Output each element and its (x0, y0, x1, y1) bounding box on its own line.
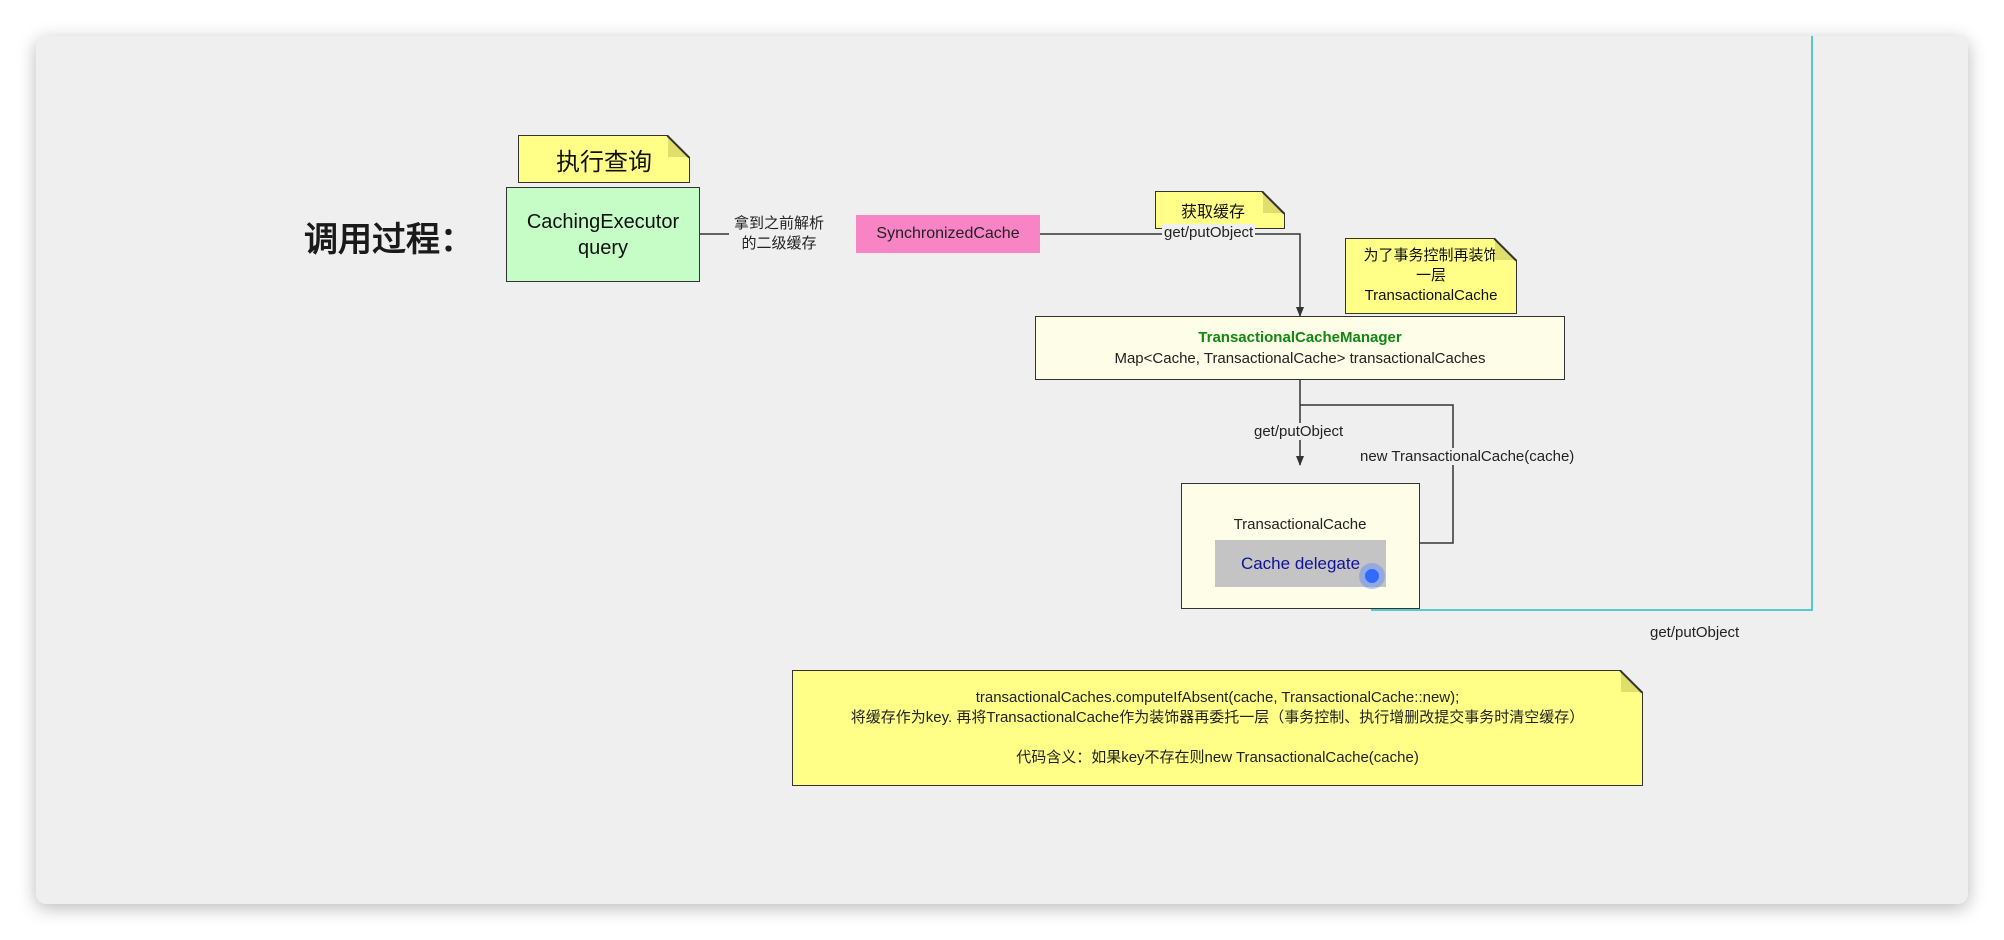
edge-sync-to-manager (1004, 233, 1304, 317)
edge-label-get-put-3: get/putObject (1648, 624, 1742, 641)
node-synchronized-cache-label: SynchronizedCache (876, 225, 1020, 242)
note-get-cache-text: 获取缓存 (1180, 204, 1245, 221)
edge-label-prev-parse: 拿到之前解析 的二级缓存 (729, 214, 829, 254)
connection-handle[interactable] (1359, 563, 1385, 589)
note-decorate[interactable]: 为了事务控制再装饰 一层 TransactionalCache (1345, 238, 1517, 314)
note-code-line3: 代码含义：如果key不存在则new TransactionalCache(cac… (1016, 749, 1419, 766)
node-caching-executor-line2: query (577, 236, 629, 259)
note-code-explanation[interactable]: transactionalCaches.computeIfAbsent(cach… (792, 670, 1643, 786)
node-caching-executor[interactable]: CachingExecutor query (506, 187, 700, 282)
node-tx-cache-manager-title: TransactionalCacheManager (1198, 329, 1402, 346)
node-cache-delegate[interactable]: Cache delegate (1215, 540, 1386, 587)
edge-label-get-put-2: get/putObject (1252, 423, 1346, 440)
node-caching-executor-line1: CachingExecutor (526, 210, 680, 233)
note-code-line1: transactionalCaches.computeIfAbsent(cach… (975, 689, 1460, 706)
node-tx-cache[interactable]: TransactionalCache Cache delegate (1181, 483, 1420, 609)
edge-label-prev-parse-line1: 拿到之前解析 (733, 215, 824, 232)
node-tx-cache-manager[interactable]: TransactionalCacheManager Map<Cache, Tra… (1035, 316, 1565, 380)
node-tx-cache-title: TransactionalCache (1233, 515, 1367, 533)
node-synchronized-cache[interactable]: SynchronizedCache (856, 215, 1040, 253)
note-decorate-line2: 一层 (1415, 267, 1446, 284)
edge-label-prev-parse-line2: 的二级缓存 (741, 235, 817, 252)
edge-label-new-tx-cache: new TransactionalCache(cache) (1358, 448, 1577, 465)
note-decorate-line1: 为了事务控制再装饰 (1363, 247, 1499, 264)
page-title: 调用过程： (304, 221, 474, 259)
note-code-line2: 将缓存作为key. 再将TransactionalCache作为装饰器再委托一层… (850, 709, 1585, 726)
edge-label-get-put-1: get/putObject (1162, 224, 1256, 241)
connection-handle-dot (1365, 569, 1379, 583)
note-exec-query-text: 执行查询 (556, 148, 652, 176)
note-exec-query[interactable]: 执行查询 (518, 135, 690, 183)
diagram-canvas[interactable]: 调用过程： 执行查询 CachingExecutor query 拿到之前解析 … (36, 36, 1968, 904)
note-decorate-line3: TransactionalCache (1364, 287, 1498, 304)
node-cache-delegate-label: Cache delegate (1240, 553, 1361, 573)
node-tx-cache-manager-subtitle: Map<Cache, TransactionalCache> transacti… (1114, 350, 1486, 367)
